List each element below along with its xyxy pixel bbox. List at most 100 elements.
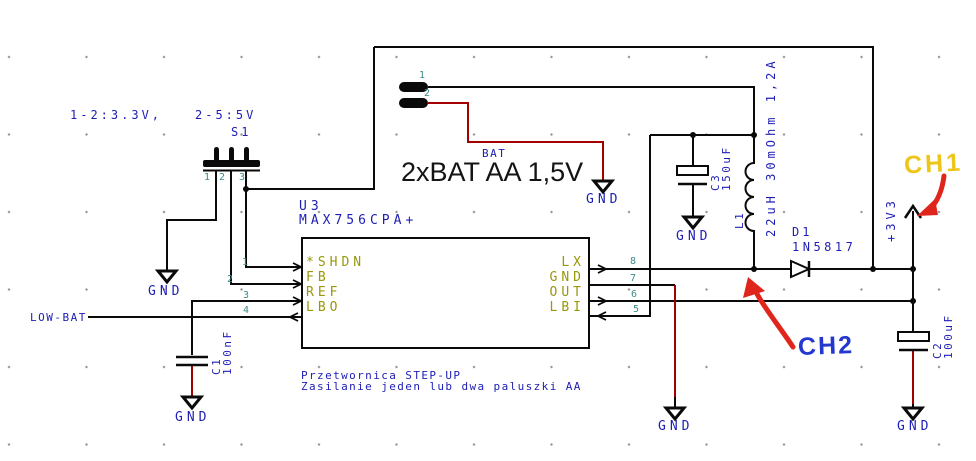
arrow-pin1-in-icon [292, 262, 304, 272]
switch-s1-symbol [203, 147, 260, 172]
junction-dot [910, 298, 916, 304]
ch2-arrowhead-icon [743, 277, 765, 298]
junction-dot [751, 132, 757, 138]
diode-value: 1N5817 [792, 240, 857, 254]
junction-dot [690, 132, 696, 138]
arrow-pin4-out-icon [287, 312, 299, 322]
ic-pin-name-fb: FB [306, 270, 330, 285]
schematic-note-1: Przetwornica STEP-UP [301, 369, 462, 382]
wire-ref-c1 [191, 300, 302, 355]
wire-battery-positive [428, 86, 755, 135]
s1-pin-number-2: 2 [219, 172, 226, 183]
gnd-label-c1: GND [175, 410, 211, 425]
battery-pin-number-1: 1 [419, 70, 426, 81]
ic-pin-number-7: 7 [630, 273, 637, 284]
capacitor-c3-label: C3 150uF [709, 145, 733, 191]
c2-plate-top [897, 331, 930, 342]
ic-pin-number-1: 1 [242, 257, 249, 268]
battery-pad-2 [399, 98, 428, 108]
ic-pin-name-lbo: LBO [306, 300, 342, 315]
s1-bar [203, 160, 260, 167]
net-label-3v3: +3V3 [884, 197, 898, 242]
gnd-icon-switch [154, 269, 180, 285]
gnd-icon-battery [590, 179, 616, 195]
c2-value: 100uF [941, 313, 955, 359]
gnd-label-c3: GND [676, 229, 712, 244]
junction-dots [243, 132, 916, 304]
junction-dot [243, 186, 249, 192]
ic-part-number: MAX756CPA+ [299, 213, 418, 228]
d1-triangle [790, 259, 812, 279]
gnd-label-battery: GND [586, 192, 622, 207]
ch2-arrow-icon [753, 289, 796, 350]
schematic-note-2: Zasilanie jeden lub dwa paluszki AA [301, 380, 582, 393]
ic-pin-name-out: OUT [549, 285, 585, 300]
ic-pin-number-6: 6 [631, 289, 638, 300]
arrow-pin2-in-icon [292, 279, 304, 289]
wires-red [191, 102, 914, 404]
capacitor-c3-symbol [676, 165, 709, 186]
battery-net-label: BAT [482, 147, 507, 160]
diode-ref: D1 [792, 225, 813, 239]
battery-pad-1 [399, 82, 428, 92]
ic-pin-name-lbi: LBI [549, 300, 585, 315]
probe-arrows [743, 173, 947, 350]
ic-ref: U3 [299, 199, 323, 214]
arrow-pin8-out-icon [597, 264, 609, 274]
inductor-l1-ref: L1 [733, 210, 746, 229]
jumper-note-2: 2-5:5V [195, 108, 257, 122]
s1-prong-2 [229, 147, 234, 162]
probe-label-ch2: CH2 [797, 331, 855, 361]
capacitor-c2-label: C2 100uF [931, 313, 955, 359]
wire-vout-loop-top [374, 46, 874, 269]
gnd-label-c2: GND [897, 419, 933, 434]
gnd-label-mid: GND [658, 419, 694, 434]
c1-value: 100nF [220, 329, 234, 375]
wire-s1-pin1-gnd [166, 170, 217, 271]
ic-u3-body [301, 237, 590, 349]
wire-vout-loop-left [246, 47, 375, 190]
s1-pin-number-1: 1 [204, 172, 211, 183]
s1-pin-number-3: 3 [239, 172, 246, 183]
capacitor-c2-symbol [897, 331, 930, 352]
arrow-pin3-in-icon [292, 296, 304, 306]
gnd-symbols [154, 179, 926, 422]
gnd-label-switch: GND [148, 284, 184, 299]
junction-dot [910, 266, 916, 272]
ic-pin-number-8: 8 [630, 256, 637, 267]
ic-pin-name-ref: REF [306, 285, 342, 300]
wire-s1-pin2-fb [230, 170, 302, 285]
gnd-icon-c2 [900, 406, 926, 422]
arrow-pin5-in-icon [595, 311, 607, 321]
wire-lbi [589, 135, 651, 317]
diode-d1-symbol [790, 259, 812, 279]
wire-s1-pin3-shdn [245, 170, 302, 268]
switch-ref: S1 [231, 125, 252, 139]
wire-battery-negative [428, 102, 604, 181]
battery-pin-number-2: 2 [424, 88, 431, 99]
gnd-icon-c3 [680, 215, 706, 231]
inductor-l1-value: 22uH 30mOhm 1,2A [764, 57, 778, 237]
s1-prong-1 [214, 147, 219, 162]
capacitor-c1-label: C1 100nF [210, 329, 234, 375]
ic-pin-number-5: 5 [633, 304, 640, 315]
ic-pin-name-lx: LX [561, 255, 585, 270]
inductor-l1-symbol [744, 135, 755, 269]
probe-label-ch1: CH1 [903, 148, 964, 180]
ch1-arrowhead-icon [917, 199, 938, 216]
junction-dot [870, 266, 876, 272]
ic-pin-number-3: 3 [243, 290, 250, 301]
power-3v3-arrow-icon [903, 203, 923, 219]
ic-pin-number-2: 2 [227, 274, 234, 285]
battery-title: 2xBAT AA 1,5V [401, 157, 584, 187]
gnd-icon-mid [662, 406, 688, 422]
gnd-icon-c1 [179, 395, 205, 411]
pin-arrows [287, 262, 609, 322]
c3-value: 150uF [719, 145, 733, 191]
jumper-note-1: 1-2:3.3V, [70, 108, 163, 122]
battery-connector-symbol [399, 82, 428, 108]
net-label-low-bat: LOW-BAT [30, 311, 87, 324]
junction-dot [751, 266, 757, 272]
